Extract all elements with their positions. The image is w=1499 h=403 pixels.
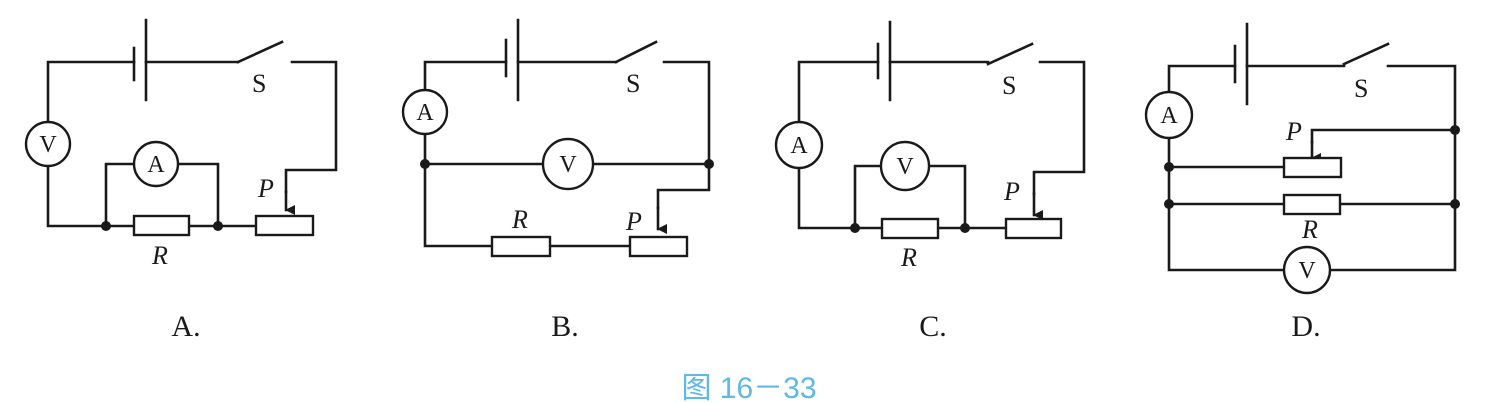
circuit-b: A V S P R B.	[401, 18, 714, 343]
junction	[420, 159, 430, 169]
switch-label: S	[252, 69, 266, 98]
wire	[1167, 136, 1286, 272]
battery	[504, 18, 520, 102]
resistor	[132, 214, 191, 237]
wire	[423, 134, 494, 248]
junction	[213, 221, 223, 231]
rheostat	[1282, 156, 1343, 179]
ammeter-label: A	[147, 152, 165, 178]
wire	[46, 60, 136, 124]
wire	[853, 164, 883, 230]
voltmeter	[1282, 245, 1332, 295]
voltmeter-label: V	[39, 132, 57, 158]
switch	[614, 40, 658, 64]
voltmeter	[879, 140, 931, 192]
resistor	[1282, 193, 1342, 216]
junction	[850, 223, 860, 233]
figure-caption: 图 16－33	[681, 372, 816, 403]
wire	[423, 60, 508, 90]
ammeter-label: A	[1160, 103, 1178, 129]
wire	[104, 162, 136, 228]
wire	[797, 60, 880, 124]
wire	[284, 60, 338, 194]
option-label: C.	[919, 310, 947, 343]
wire	[176, 162, 220, 228]
switch	[1342, 42, 1390, 66]
voltmeter-label: V	[1298, 258, 1316, 284]
wire	[1310, 128, 1457, 144]
ammeter-label: A	[790, 133, 808, 159]
option-label: B.	[551, 310, 579, 343]
ammeter	[401, 88, 449, 136]
resistor-label: R	[151, 241, 168, 270]
switch-label: S	[1002, 71, 1016, 100]
rheostat	[254, 214, 315, 237]
resistor-label: R	[511, 205, 528, 234]
rheostat	[628, 235, 689, 258]
junction	[704, 159, 714, 169]
switch	[986, 42, 1034, 66]
wire	[1328, 64, 1457, 272]
ammeter	[132, 140, 180, 188]
voltmeter-label: V	[559, 152, 577, 178]
battery	[1233, 22, 1249, 106]
slider-label: P	[1003, 177, 1020, 206]
junction	[1164, 162, 1174, 172]
wire	[1032, 60, 1086, 196]
voltmeter	[541, 137, 595, 191]
junction	[101, 221, 111, 231]
junction	[1450, 125, 1460, 135]
switch-label: S	[626, 69, 640, 98]
option-label: D.	[1291, 310, 1320, 343]
junction	[1450, 199, 1460, 209]
wire	[797, 166, 884, 230]
battery	[876, 20, 892, 102]
junction	[960, 223, 970, 233]
wire	[1167, 64, 1237, 94]
junction	[1164, 199, 1174, 209]
resistor-label: R	[900, 243, 917, 272]
wire	[591, 162, 711, 210]
wire	[46, 164, 136, 228]
resistor	[490, 235, 552, 258]
resistor-label: R	[1301, 215, 1318, 244]
slider-label: P	[625, 207, 642, 236]
voltmeter	[24, 120, 72, 168]
slider-label: P	[1285, 117, 1302, 146]
resistor	[880, 217, 940, 240]
wire	[927, 164, 967, 230]
voltmeter-label: V	[896, 154, 914, 180]
option-label: A.	[171, 310, 200, 343]
ammeter-label: A	[416, 100, 434, 126]
wire	[662, 60, 711, 166]
battery	[132, 18, 148, 102]
slider-label: P	[257, 174, 274, 203]
switch-label: S	[1354, 74, 1368, 103]
ammeter	[1144, 90, 1194, 140]
ammeter	[774, 120, 824, 170]
circuit-c: A V S P R C.	[774, 20, 1086, 343]
circuit-d: A V S P R D.	[1144, 22, 1460, 343]
switch	[236, 40, 284, 64]
rheostat	[1004, 217, 1063, 240]
circuit-a: V A S P R A.	[24, 18, 338, 343]
